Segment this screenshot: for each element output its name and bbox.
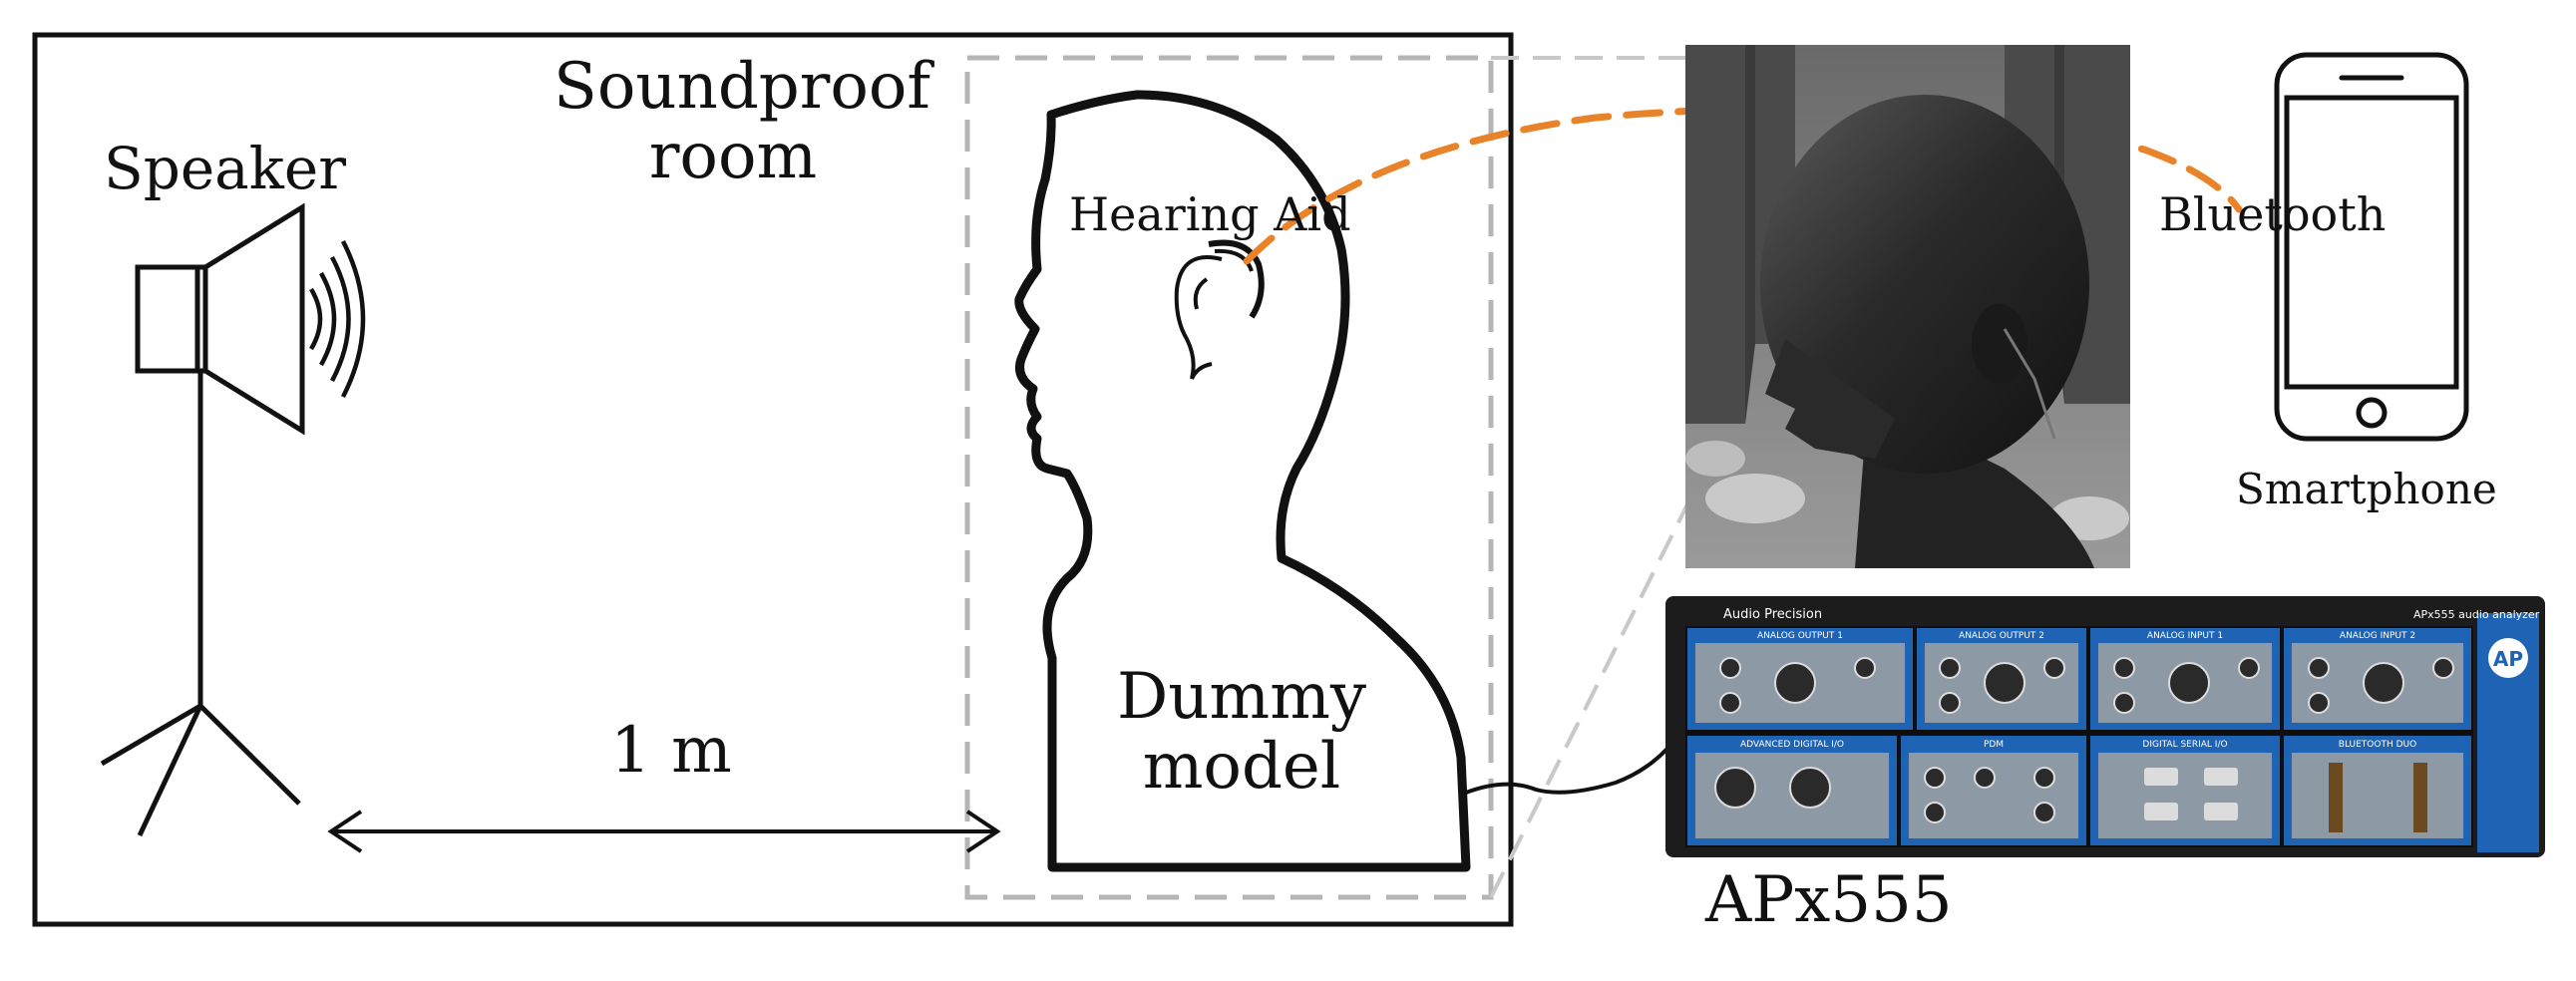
soundproof-room-box: [32, 32, 1514, 927]
dummy-head-photo: [1685, 45, 2130, 568]
distance-label: 1 m: [610, 714, 732, 788]
dummy-label-line1: Dummy: [1116, 660, 1367, 734]
room-label-line2: room: [648, 120, 818, 194]
zoom-line-bottom: [1489, 488, 1697, 898]
bluetooth-link: [1243, 105, 2243, 265]
panel-label: BLUETOOTH DUO: [2339, 740, 2416, 750]
sound-waves-icon: [309, 239, 366, 399]
dummy-model-label: Dummy model: [1087, 662, 1396, 803]
hearing-aid-label: Hearing Aid: [1069, 187, 1351, 241]
panel-label: ADVANCED DIGITAL I/O: [1740, 740, 1844, 750]
ear-icon: [1174, 239, 1265, 380]
device-brand: Audio Precision: [1723, 607, 1822, 622]
apx555-device: AP Audio Precision APx555 audio analyzer…: [1665, 596, 2545, 857]
cable: [1465, 731, 1682, 795]
room-label: Soundproof room: [553, 50, 931, 194]
speaker-icon: [135, 202, 305, 436]
smartphone-label: Smartphone: [2236, 465, 2497, 513]
bluetooth-label: Bluetooth: [2159, 187, 2387, 241]
double-arrow-icon: [327, 810, 1001, 853]
panel-label: DIGITAL SERIAL I/O: [2142, 740, 2227, 750]
device-logo: AP: [2493, 647, 2523, 671]
smartphone-icon: [2274, 52, 2469, 442]
head-silhouette-icon: [1014, 90, 1471, 872]
panel-label: PDM: [1984, 740, 2004, 750]
panel-label: ANALOG OUTPUT 1: [1757, 631, 1843, 641]
panel-label: ANALOG INPUT 1: [2147, 631, 2223, 641]
panel-label: ANALOG INPUT 2: [2340, 631, 2415, 641]
dummy-dashed-box: [964, 55, 1494, 900]
tripod-icon: [100, 371, 301, 837]
panel-label: ANALOG OUTPUT 2: [1959, 631, 2044, 641]
device-model-badge: APx555 audio analyzer: [2413, 608, 2540, 621]
room-label-line1: Soundproof: [553, 50, 931, 124]
speaker-label: Speaker: [104, 135, 346, 202]
dummy-label-line2: model: [1142, 730, 1341, 805]
analyzer-label: APx555: [1705, 863, 1953, 937]
